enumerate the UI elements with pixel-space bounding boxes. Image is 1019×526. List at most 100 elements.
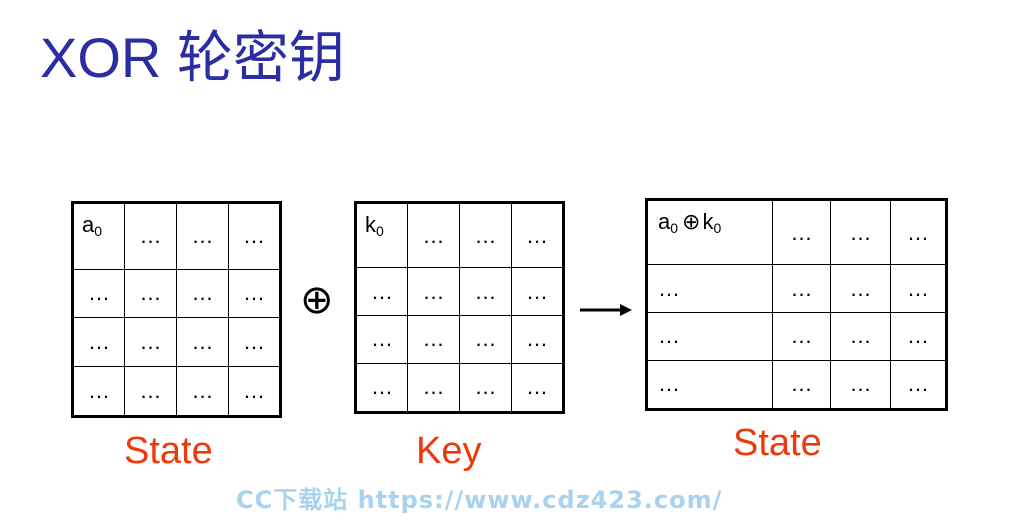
matrix-row: … … … … bbox=[72, 268, 281, 319]
cell-symbol: k bbox=[365, 212, 376, 237]
cell-value: … bbox=[849, 323, 872, 349]
matrix-row: … … … … bbox=[355, 362, 564, 414]
cell-value: … bbox=[907, 323, 929, 349]
cell-value: … bbox=[849, 275, 872, 301]
matrix-cell: … bbox=[355, 314, 408, 364]
matrix-row: ………… bbox=[646, 359, 947, 411]
matrix-cell: … bbox=[830, 311, 891, 361]
cell-value: … bbox=[474, 222, 497, 248]
matrix-cell: … bbox=[124, 202, 177, 270]
cell-value: … bbox=[88, 328, 110, 354]
matrix-cell: … bbox=[228, 317, 281, 367]
matrix-cell: … bbox=[772, 359, 831, 411]
cell-value: … bbox=[243, 377, 265, 403]
matrix-cell: … bbox=[176, 317, 229, 367]
cell-value: … bbox=[139, 377, 162, 403]
matrix-row: … … … … bbox=[72, 365, 281, 418]
matrix-cell: … bbox=[124, 365, 177, 418]
matrix-cell: … bbox=[355, 362, 408, 414]
cell-value: … bbox=[526, 326, 548, 352]
cell-value: … bbox=[371, 374, 393, 400]
xor-symbol: ⊕ bbox=[682, 210, 701, 235]
matrix-cell: … bbox=[646, 311, 773, 361]
matrix-cell: … bbox=[890, 311, 947, 361]
cell-subscript: 0 bbox=[94, 223, 103, 239]
matrix-cell: … bbox=[772, 311, 831, 361]
matrix-row: … … … … bbox=[355, 267, 564, 316]
matrix-cell: … bbox=[459, 314, 512, 364]
matrix-cell: … bbox=[890, 359, 947, 411]
cell-value: … bbox=[139, 280, 162, 306]
result-state-label: State bbox=[733, 422, 822, 464]
cell-value: … bbox=[526, 374, 548, 400]
matrix-cell: … bbox=[72, 365, 125, 418]
matrix-cell: … bbox=[228, 365, 281, 418]
matrix-cell: … bbox=[124, 317, 177, 367]
cell-value: … bbox=[849, 219, 872, 245]
cell-value: … bbox=[790, 219, 813, 245]
cell-subscript: 0 bbox=[376, 223, 384, 239]
matrix-cell: … bbox=[407, 267, 460, 316]
matrix-cell: … bbox=[646, 264, 773, 313]
matrix-cell: a0 bbox=[72, 202, 125, 270]
cell-value: … bbox=[790, 323, 813, 349]
matrix-cell: … bbox=[176, 268, 229, 319]
matrix-cell: … bbox=[772, 264, 831, 313]
cell-value: … bbox=[790, 275, 813, 301]
cell-value: … bbox=[371, 326, 393, 352]
cell-value: … bbox=[474, 326, 497, 352]
matrix-cell: … bbox=[407, 314, 460, 364]
matrix-cell: … bbox=[72, 317, 125, 367]
cell-value: … bbox=[371, 278, 393, 304]
matrix-cell: … bbox=[830, 264, 891, 313]
cell-value: … bbox=[243, 223, 265, 249]
cell-value: … bbox=[526, 222, 548, 248]
cell-value: … bbox=[658, 371, 680, 397]
cell-symbol: k bbox=[702, 209, 714, 234]
matrix-row: ………… bbox=[72, 317, 281, 367]
matrix-cell: … bbox=[176, 202, 229, 270]
cell-value: … bbox=[243, 280, 265, 306]
matrix-cell: … bbox=[459, 267, 512, 316]
cell-value: … bbox=[790, 371, 813, 397]
matrix-cell: … bbox=[511, 201, 564, 269]
matrix-row: a0⊕k0……… bbox=[646, 198, 947, 266]
cell-value: … bbox=[139, 223, 162, 249]
matrix-row: … … … … bbox=[355, 314, 564, 364]
key-matrix: k0……………………………………… bbox=[354, 201, 565, 414]
cell-value: … bbox=[422, 374, 445, 400]
right-arrow-icon bbox=[580, 304, 632, 316]
cell-value: … bbox=[191, 280, 214, 306]
cell-symbol: a bbox=[658, 209, 671, 234]
matrix-cell: … bbox=[772, 198, 831, 266]
page-title: XOR 轮密钥 bbox=[40, 26, 345, 89]
cell-value: … bbox=[658, 323, 680, 349]
matrix-row: a0 … … … bbox=[72, 202, 281, 270]
matrix-row: k0……… bbox=[355, 201, 564, 269]
matrix-cell: … bbox=[511, 267, 564, 316]
matrix-cell: … bbox=[459, 201, 512, 269]
cell-subscript: 0 bbox=[713, 220, 722, 236]
matrix-cell: … bbox=[72, 268, 125, 319]
cell-value: … bbox=[907, 275, 929, 301]
matrix-cell: … bbox=[355, 267, 408, 316]
matrix-cell: … bbox=[511, 314, 564, 364]
key-label: Key bbox=[416, 430, 482, 472]
matrix-cell: … bbox=[176, 365, 229, 418]
matrix-row: … … … … bbox=[646, 264, 947, 313]
cell-value: … bbox=[526, 278, 548, 304]
cell-value: … bbox=[474, 374, 497, 400]
matrix-cell: … bbox=[890, 264, 947, 313]
cell-symbol: a bbox=[82, 212, 95, 237]
matrix-cell: … bbox=[830, 198, 891, 266]
cell-value: … bbox=[422, 278, 445, 304]
cell-value: … bbox=[658, 275, 680, 301]
matrix-cell: … bbox=[407, 201, 460, 269]
matrix-cell: a0⊕k0 bbox=[646, 198, 773, 266]
result-state-matrix: a0⊕k0……………………………………… bbox=[645, 198, 948, 411]
cell-value: … bbox=[191, 377, 214, 403]
matrix-cell: k0 bbox=[355, 201, 408, 269]
cell-value: … bbox=[907, 371, 929, 397]
cell-subscript: 0 bbox=[670, 220, 679, 236]
matrix-cell: … bbox=[124, 268, 177, 319]
